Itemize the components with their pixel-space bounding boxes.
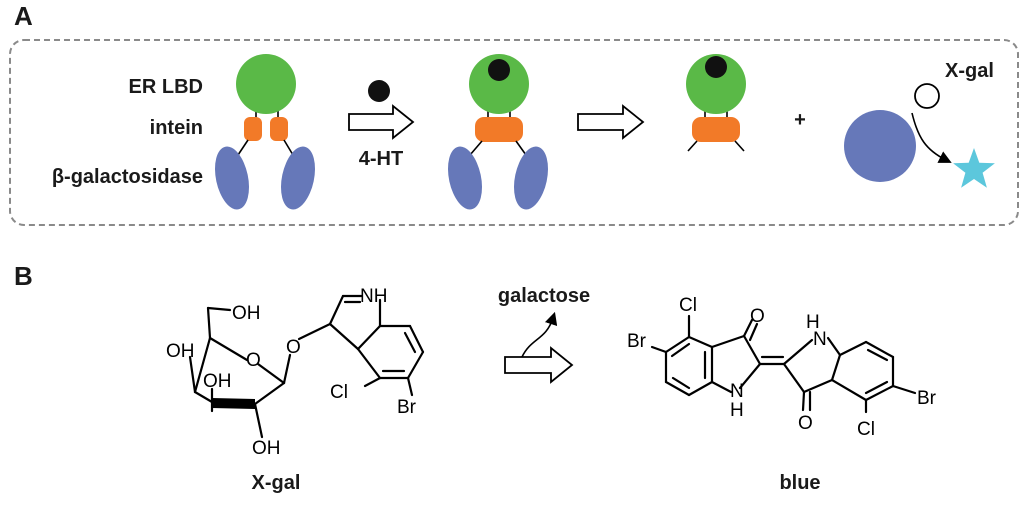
er-lbd-domain-free [686,54,746,114]
panel-a-dashed-box [9,39,1019,226]
xgal-oh-bottom: OH [252,438,281,459]
blue-product-star [953,148,995,188]
label-intein: intein [150,117,203,139]
xgal-oh-top: OH [232,303,261,324]
indigo-n-mid: N [730,381,744,402]
xgal-ring-o: O [246,350,261,371]
panel-a-letter: A [14,1,33,31]
dibromo-dichloro-indigo-structure: Cl Br O N H N H O Br Cl [627,295,937,440]
label-beta-galactosidase: β-galactosidase [52,166,203,188]
er-lbd-domain [236,54,296,114]
construct-inactive [214,54,316,210]
plus-sign: + [794,109,806,131]
label-4ht: 4-HT [359,148,403,170]
ligand-bound-dot-2 [705,56,727,78]
intein-left-half [244,117,262,141]
xgal-oh-mid: OH [203,371,232,392]
ligand-4ht-dot [368,80,390,102]
label-galactose: galactose [498,285,590,307]
intein-folded [475,117,523,142]
xgal-glyco-o: O [286,337,301,358]
indigo-h-mid: H [730,400,744,421]
galactose-release-arrow [521,311,558,358]
er-lbd-domain-bound [469,54,529,114]
xgal-oh-left: OH [166,341,195,362]
intein-right-half [270,117,288,141]
indigo-h-right: H [806,312,820,333]
beta-gal-subunit-left [214,146,250,210]
active-beta-galactosidase [844,110,916,182]
reaction-arrow-2 [577,104,645,140]
caption-xgal: X-gal [252,472,301,494]
indigo-br-left: Br [627,331,647,352]
reaction-arrow-b [504,346,574,384]
indigo-br-right: Br [917,388,937,409]
construct-ligand-bound [447,54,549,210]
beta-gal-subunit-right-2 [513,146,549,210]
caption-blue: blue [779,472,820,494]
reaction-arrow-1 [348,104,415,140]
xgal-substrate-circle [914,83,940,109]
cleavage-arrow [911,112,952,163]
xgal-br: Br [397,397,417,418]
construct-spliced [686,54,746,152]
ligand-bound-dot [488,59,510,81]
indigo-cl-top: Cl [679,295,697,316]
beta-gal-subunit-right [280,146,316,210]
indigo-n-right: N [813,329,827,350]
label-er-lbd: ER LBD [129,76,203,98]
indigo-cl-bottom: Cl [857,419,875,440]
beta-gal-subunit-left-2 [447,146,483,210]
indigo-o-top: O [750,306,765,327]
xgal-nh: NH [360,286,387,307]
xgal-structure: OH OH OH OH O O NH Cl Br [166,286,425,459]
panel-b-letter: B [14,261,33,291]
label-xgal-substrate: X-gal [945,60,994,82]
indigo-o-bottom: O [798,413,813,434]
intein-excised [692,117,740,142]
xgal-cl: Cl [330,382,348,403]
